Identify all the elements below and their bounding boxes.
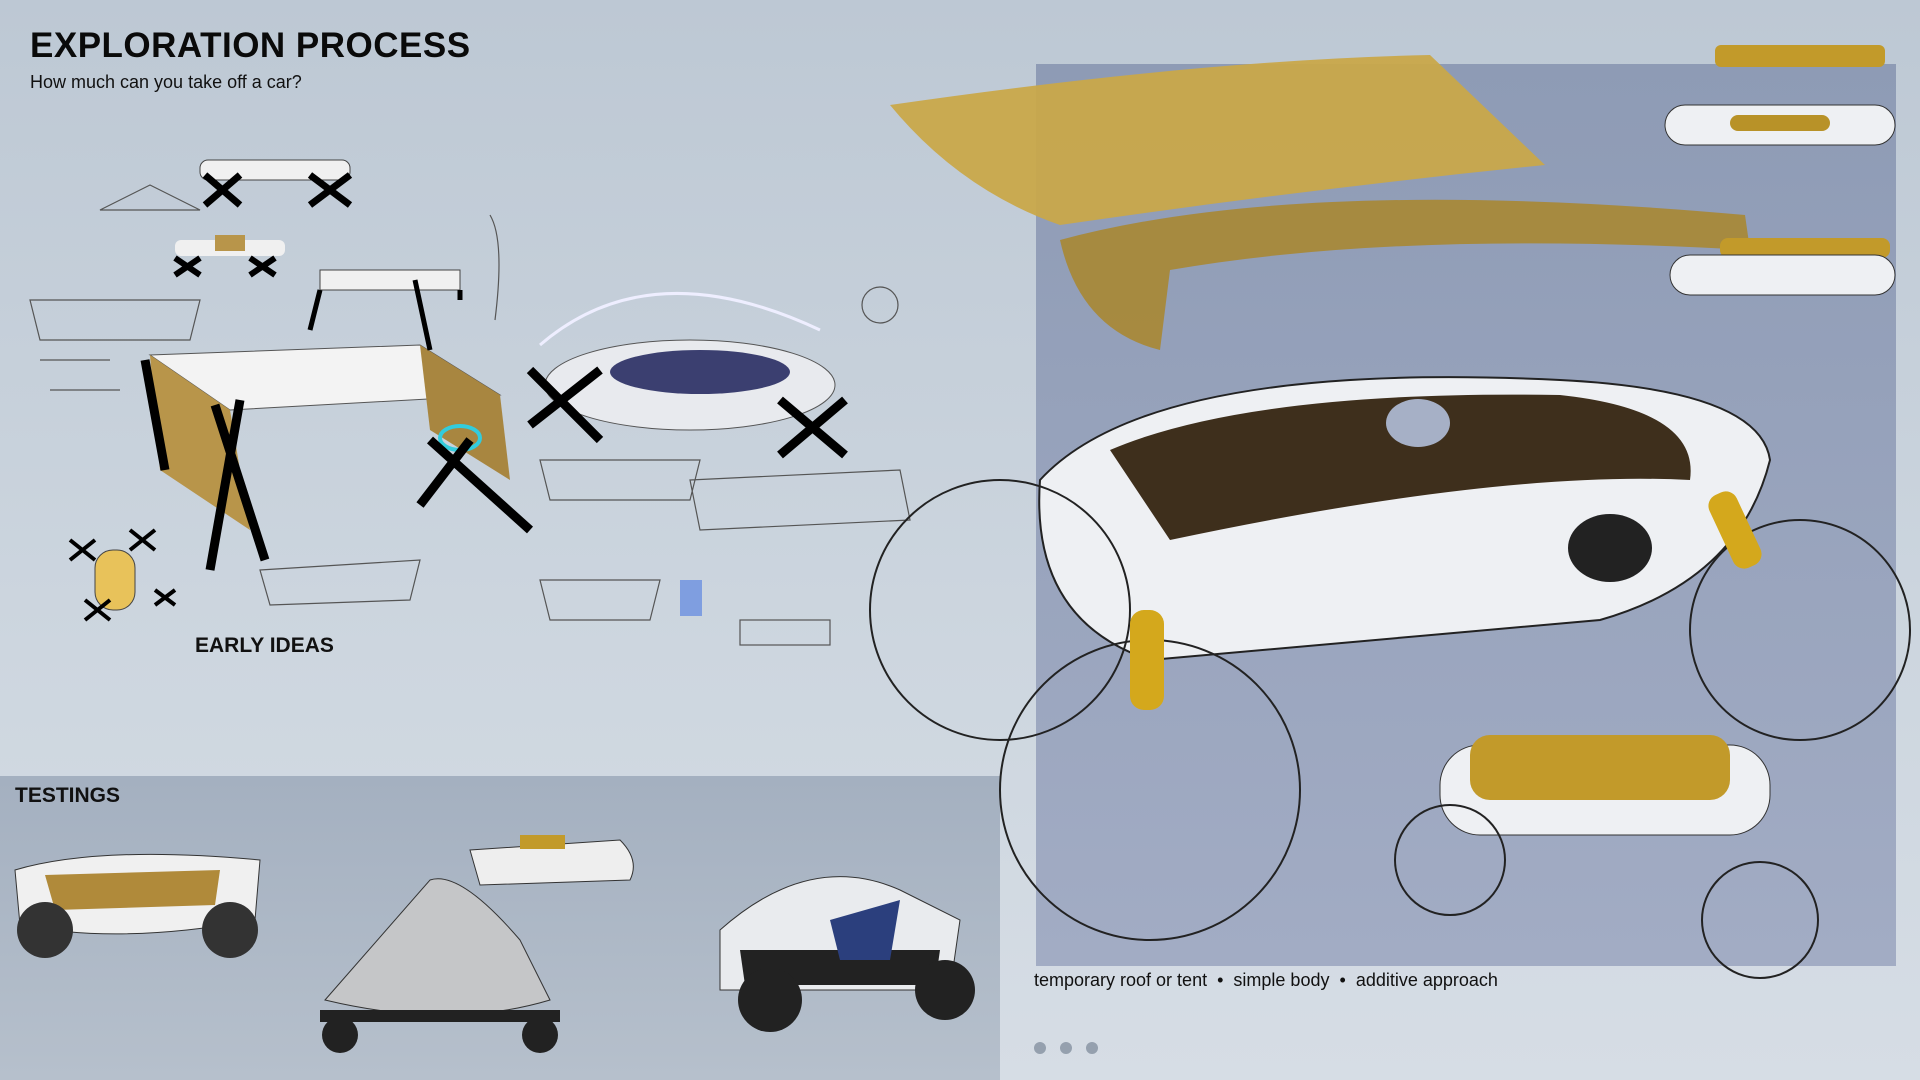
testings-label: TESTINGS xyxy=(15,784,121,807)
caption-item: temporary roof or tent xyxy=(1034,970,1208,990)
caption-separator: • xyxy=(1339,970,1346,990)
pagination-dot-1[interactable] xyxy=(1034,1042,1046,1054)
tablet-sketch xyxy=(680,580,702,616)
caption-separator: • xyxy=(1217,970,1224,990)
pagination-dots xyxy=(1034,1042,1098,1054)
hero-car-sketch xyxy=(869,55,1911,979)
early-ideas-label: EARLY IDEAS xyxy=(195,634,334,657)
page-subtitle: How much can you take off a car? xyxy=(30,72,302,92)
hero-caption: temporary roof or tent • simple body • a… xyxy=(1034,970,1498,991)
caption-item: additive approach xyxy=(1355,970,1498,990)
pagination-dot-2[interactable] xyxy=(1060,1042,1072,1054)
testing-sketches xyxy=(14,835,975,1053)
pagination-dot-3[interactable] xyxy=(1086,1042,1098,1054)
early-idea-small-tables xyxy=(68,159,463,622)
early-idea-pod xyxy=(526,291,848,459)
hero-thumbnails xyxy=(1664,45,1896,296)
pencil-doodles xyxy=(29,184,911,646)
early-idea-table-large xyxy=(140,344,534,571)
page-title: EXPLORATION PROCESS xyxy=(30,26,471,65)
caption-item: simple body xyxy=(1233,970,1330,990)
